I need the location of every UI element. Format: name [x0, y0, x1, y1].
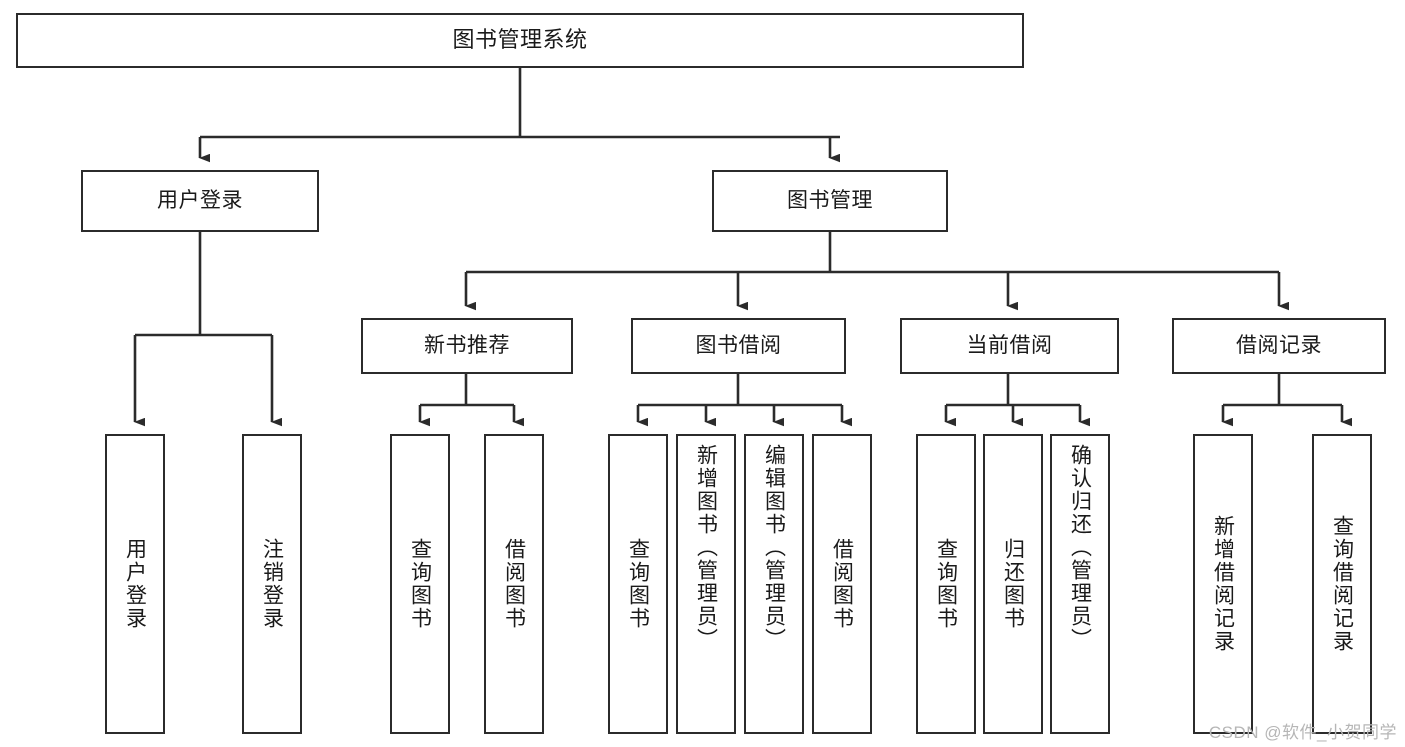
node-leaf-borrow-book-1[interactable]: 借阅图书	[484, 434, 544, 734]
node-book-borrow[interactable]: 图书借阅	[631, 318, 846, 374]
node-leaf-query-book-1-label: 查询图书	[408, 538, 432, 630]
edge-root-to-level2	[198, 68, 840, 163]
node-leaf-confirm-return-label: 确认归还（管理员）	[1068, 444, 1092, 651]
edge-bookmanage-to-level3	[464, 232, 1289, 311]
node-book-manage-label: 图书管理	[787, 189, 873, 213]
node-borrow-record-label: 借阅记录	[1236, 334, 1322, 358]
edge-bookborrow-to-leaves	[636, 374, 852, 427]
node-leaf-query-book-2[interactable]: 查询图书	[608, 434, 668, 734]
node-current-borrow-label: 当前借阅	[966, 334, 1053, 358]
edge-borrowrecord-to-leaves	[1221, 374, 1352, 427]
node-leaf-confirm-return[interactable]: 确认归还（管理员）	[1050, 434, 1110, 734]
node-new-book-recommend-label: 新书推荐	[424, 334, 510, 358]
node-new-book-recommend[interactable]: 新书推荐	[361, 318, 573, 374]
node-leaf-add-record[interactable]: 新增借阅记录	[1193, 434, 1253, 734]
node-leaf-edit-book[interactable]: 编辑图书（管理员）	[744, 434, 804, 734]
node-leaf-query-book-1[interactable]: 查询图书	[390, 434, 450, 734]
watermark-text: CSDN @软件_小贺同学	[1208, 723, 1397, 742]
node-book-manage[interactable]: 图书管理	[712, 170, 948, 232]
node-leaf-add-book[interactable]: 新增图书（管理员）	[676, 434, 736, 734]
node-leaf-query-book-2-label: 查询图书	[626, 538, 650, 630]
edge-currentborrow-to-leaves	[944, 374, 1090, 427]
node-leaf-query-book-3[interactable]: 查询图书	[916, 434, 976, 734]
node-leaf-user-login[interactable]: 用户登录	[105, 434, 165, 734]
node-leaf-edit-book-label: 编辑图书（管理员）	[762, 444, 786, 651]
edge-userlogin-to-leaves	[133, 232, 282, 427]
node-root[interactable]: 图书管理系统	[16, 13, 1024, 68]
node-leaf-logout-label: 注销登录	[260, 538, 284, 630]
node-leaf-query-book-3-label: 查询图书	[934, 538, 958, 630]
node-leaf-user-login-label: 用户登录	[123, 538, 147, 630]
node-leaf-borrow-book-2[interactable]: 借阅图书	[812, 434, 872, 734]
node-user-login-label: 用户登录	[157, 189, 243, 213]
node-leaf-add-book-label: 新增图书（管理员）	[694, 444, 718, 651]
node-book-borrow-label: 图书借阅	[695, 334, 782, 358]
node-leaf-add-record-label: 新增借阅记录	[1211, 515, 1235, 653]
node-leaf-return-book[interactable]: 归还图书	[983, 434, 1043, 734]
node-leaf-borrow-book-1-label: 借阅图书	[502, 538, 526, 630]
node-root-label: 图书管理系统	[452, 27, 588, 53]
node-leaf-return-book-label: 归还图书	[1001, 538, 1025, 630]
node-user-login[interactable]: 用户登录	[81, 170, 319, 232]
node-current-borrow[interactable]: 当前借阅	[900, 318, 1119, 374]
node-leaf-query-record[interactable]: 查询借阅记录	[1312, 434, 1372, 734]
node-leaf-borrow-book-2-label: 借阅图书	[830, 538, 854, 630]
node-leaf-query-record-label: 查询借阅记录	[1330, 515, 1354, 653]
node-borrow-record[interactable]: 借阅记录	[1172, 318, 1386, 374]
node-leaf-logout[interactable]: 注销登录	[242, 434, 302, 734]
edge-newbook-to-leaves	[418, 374, 524, 427]
